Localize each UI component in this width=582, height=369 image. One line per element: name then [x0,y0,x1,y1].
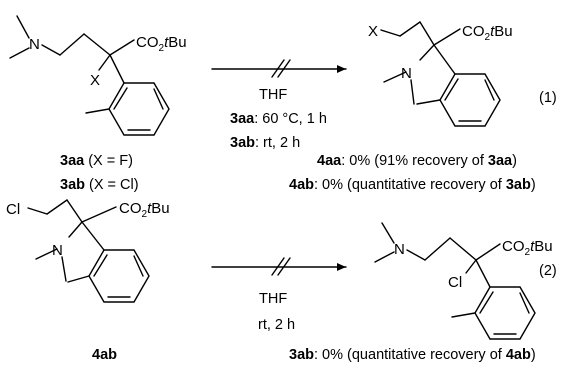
sm1-label-3aa: 3aa (X = F) [60,153,133,169]
reaction2-result-3ab: 3ab: 0% (quantitative recovery of 4ab) [289,347,536,363]
sm2-chlorine: Cl [6,201,20,218]
sm1-label-3ab: 3ab (X = Cl) [60,177,139,193]
product1-structure [380,21,501,127]
product2-chlorine: Cl [448,274,462,291]
product1-nitrogen: N [401,65,412,82]
product2-nitrogen: N [394,241,405,258]
reaction2-arrow [211,257,347,276]
reaction1-result-4ab: 4ab: 0% (quantitative recovery of 3ab) [289,177,536,193]
product1-halogen: X [368,23,378,40]
product2-structure [374,222,536,340]
sm1-halogen: X [90,72,100,89]
reaction2-condition: rt, 2 h [258,317,296,333]
equation-number-1: (1) [539,90,557,106]
sm1-ester: CO2tBu [136,34,187,54]
sm2-ester: CO2tBu [119,200,170,220]
product2-ester: CO2tBu [502,238,553,258]
reaction2-solvent: THF [259,291,288,307]
sm1-structure [9,15,170,136]
reaction1-condition-3ab: 3ab: rt, 2 h [230,135,301,151]
equation-number-2: (2) [539,263,557,279]
product1-ester: CO2tBu [462,23,513,43]
sm1-nitrogen: N [29,36,40,53]
reaction1-condition-3aa: 3aa: 60 °C, 1 h [230,111,327,127]
reaction1-solvent: THF [259,87,288,103]
sm2-label-4ab: 4ab [92,347,117,363]
sm2-nitrogen: N [52,242,63,259]
reaction1-result-4aa: 4aa: 0% (91% recovery of 3aa) [317,153,517,169]
reaction1-arrow [211,59,347,78]
sm2-structure [27,199,150,303]
